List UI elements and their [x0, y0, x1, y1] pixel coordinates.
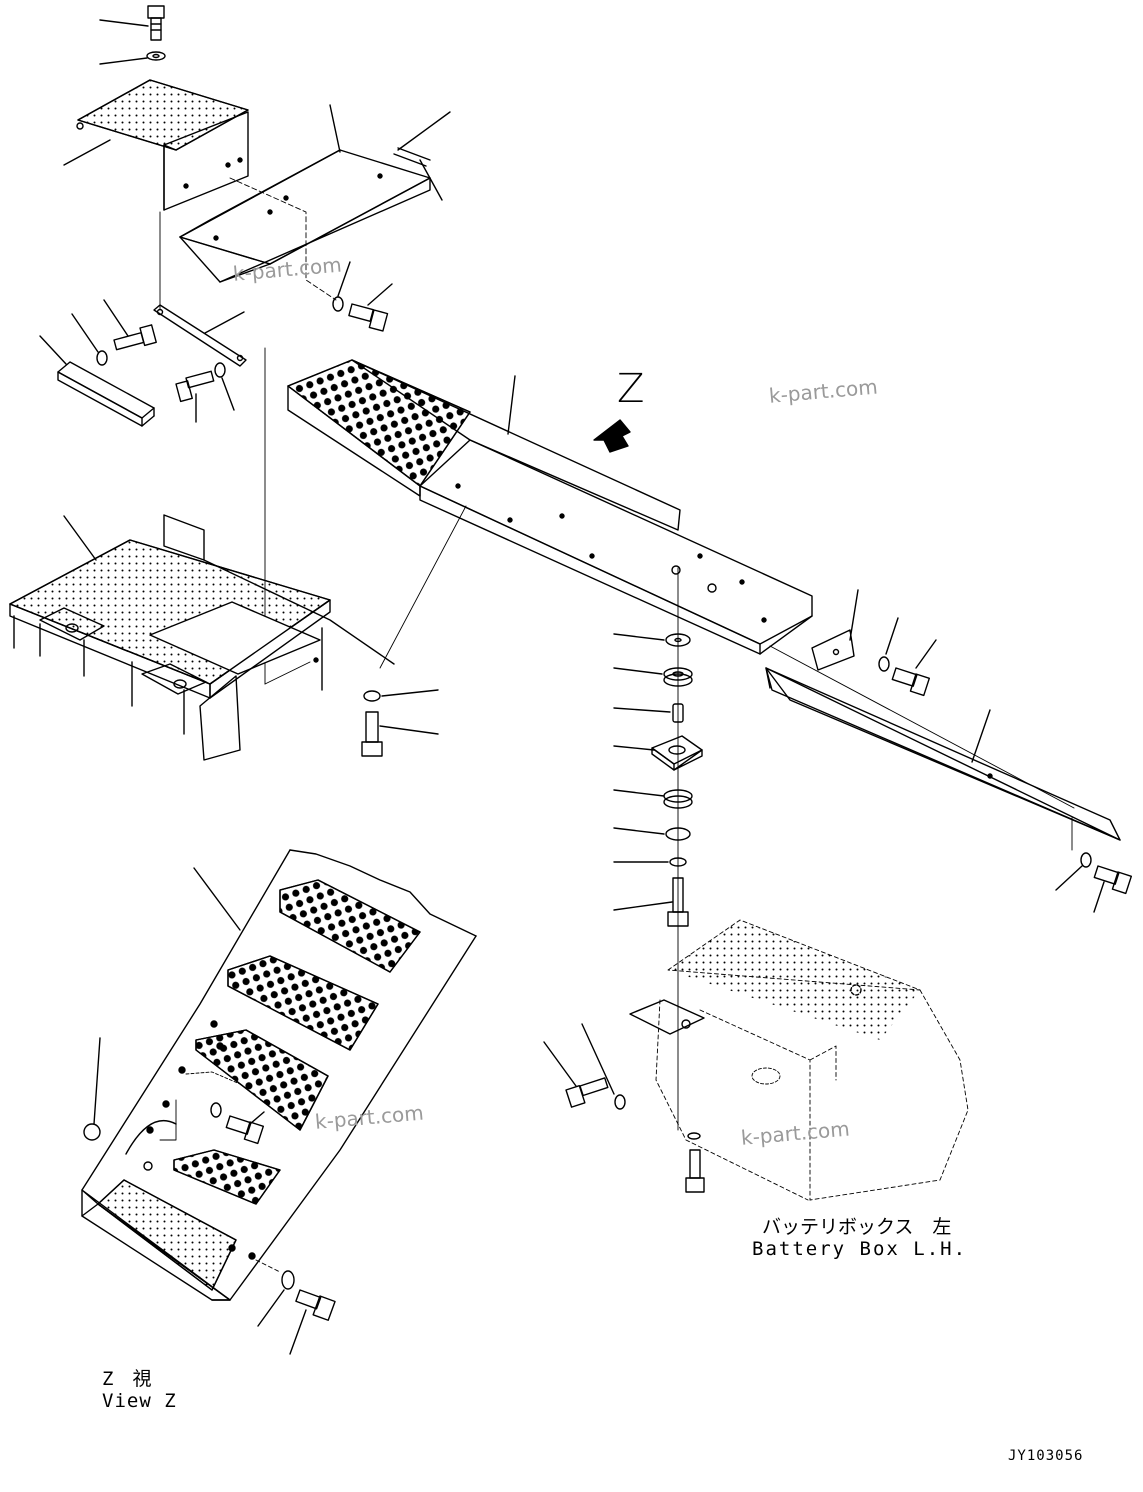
mount-stack — [652, 568, 702, 1130]
right-small-bracket — [812, 630, 854, 670]
bolt-right-cover — [1094, 866, 1131, 893]
view-z-arrow — [594, 420, 630, 452]
washer-frame — [364, 691, 380, 701]
ladder-plug — [84, 1124, 100, 1140]
bolt-right-bracket — [892, 668, 929, 695]
ladder-washer-inner — [211, 1103, 221, 1117]
ladder-bolt-outer — [296, 1290, 335, 1320]
stack-washer-2 — [666, 828, 690, 840]
bolt-brace — [176, 363, 225, 401]
stack-mount-plate — [652, 736, 702, 770]
battery-box-caption-jp: バッテリボックス 左 — [762, 1216, 952, 1238]
washer-right-cover — [1081, 853, 1091, 867]
stack-bolt — [668, 878, 688, 926]
washer-right-bracket — [879, 657, 889, 671]
drawing-number: JY103056 — [1008, 1448, 1084, 1464]
bolt-top-cover — [333, 297, 388, 331]
stack-washer-3 — [670, 858, 686, 866]
view-z-arrow-label: Z — [617, 366, 645, 412]
top-bolt — [147, 6, 165, 60]
bolt-frame — [362, 712, 382, 756]
stack-collar — [673, 704, 683, 722]
bolt-left-bracket — [114, 325, 156, 350]
view-z-caption-en: View Z — [102, 1390, 177, 1412]
left-bracket — [58, 362, 154, 426]
top-cover-plate — [77, 80, 248, 210]
stack-cushion-1 — [664, 668, 692, 686]
stack-washer-1 — [666, 634, 690, 646]
washer-left — [97, 351, 107, 365]
battery-box-caption-en: Battery Box L.H. — [752, 1238, 968, 1260]
battery-side-washer — [615, 1095, 625, 1109]
battery-box — [630, 920, 968, 1200]
view-z-caption-jp: Z 視 — [102, 1368, 152, 1390]
battery-side-bolt — [566, 1078, 608, 1107]
view-z-step-ladder — [82, 850, 476, 1300]
ladder-washer-outer — [282, 1271, 294, 1289]
right-long-cover — [766, 668, 1120, 840]
strip-brace — [154, 305, 246, 366]
left-step-frame — [10, 515, 394, 760]
battery-washer — [688, 1133, 700, 1139]
main-step-beam — [288, 360, 812, 654]
battery-bolt — [686, 1150, 704, 1192]
ladder-bolt-inner — [226, 1116, 263, 1143]
